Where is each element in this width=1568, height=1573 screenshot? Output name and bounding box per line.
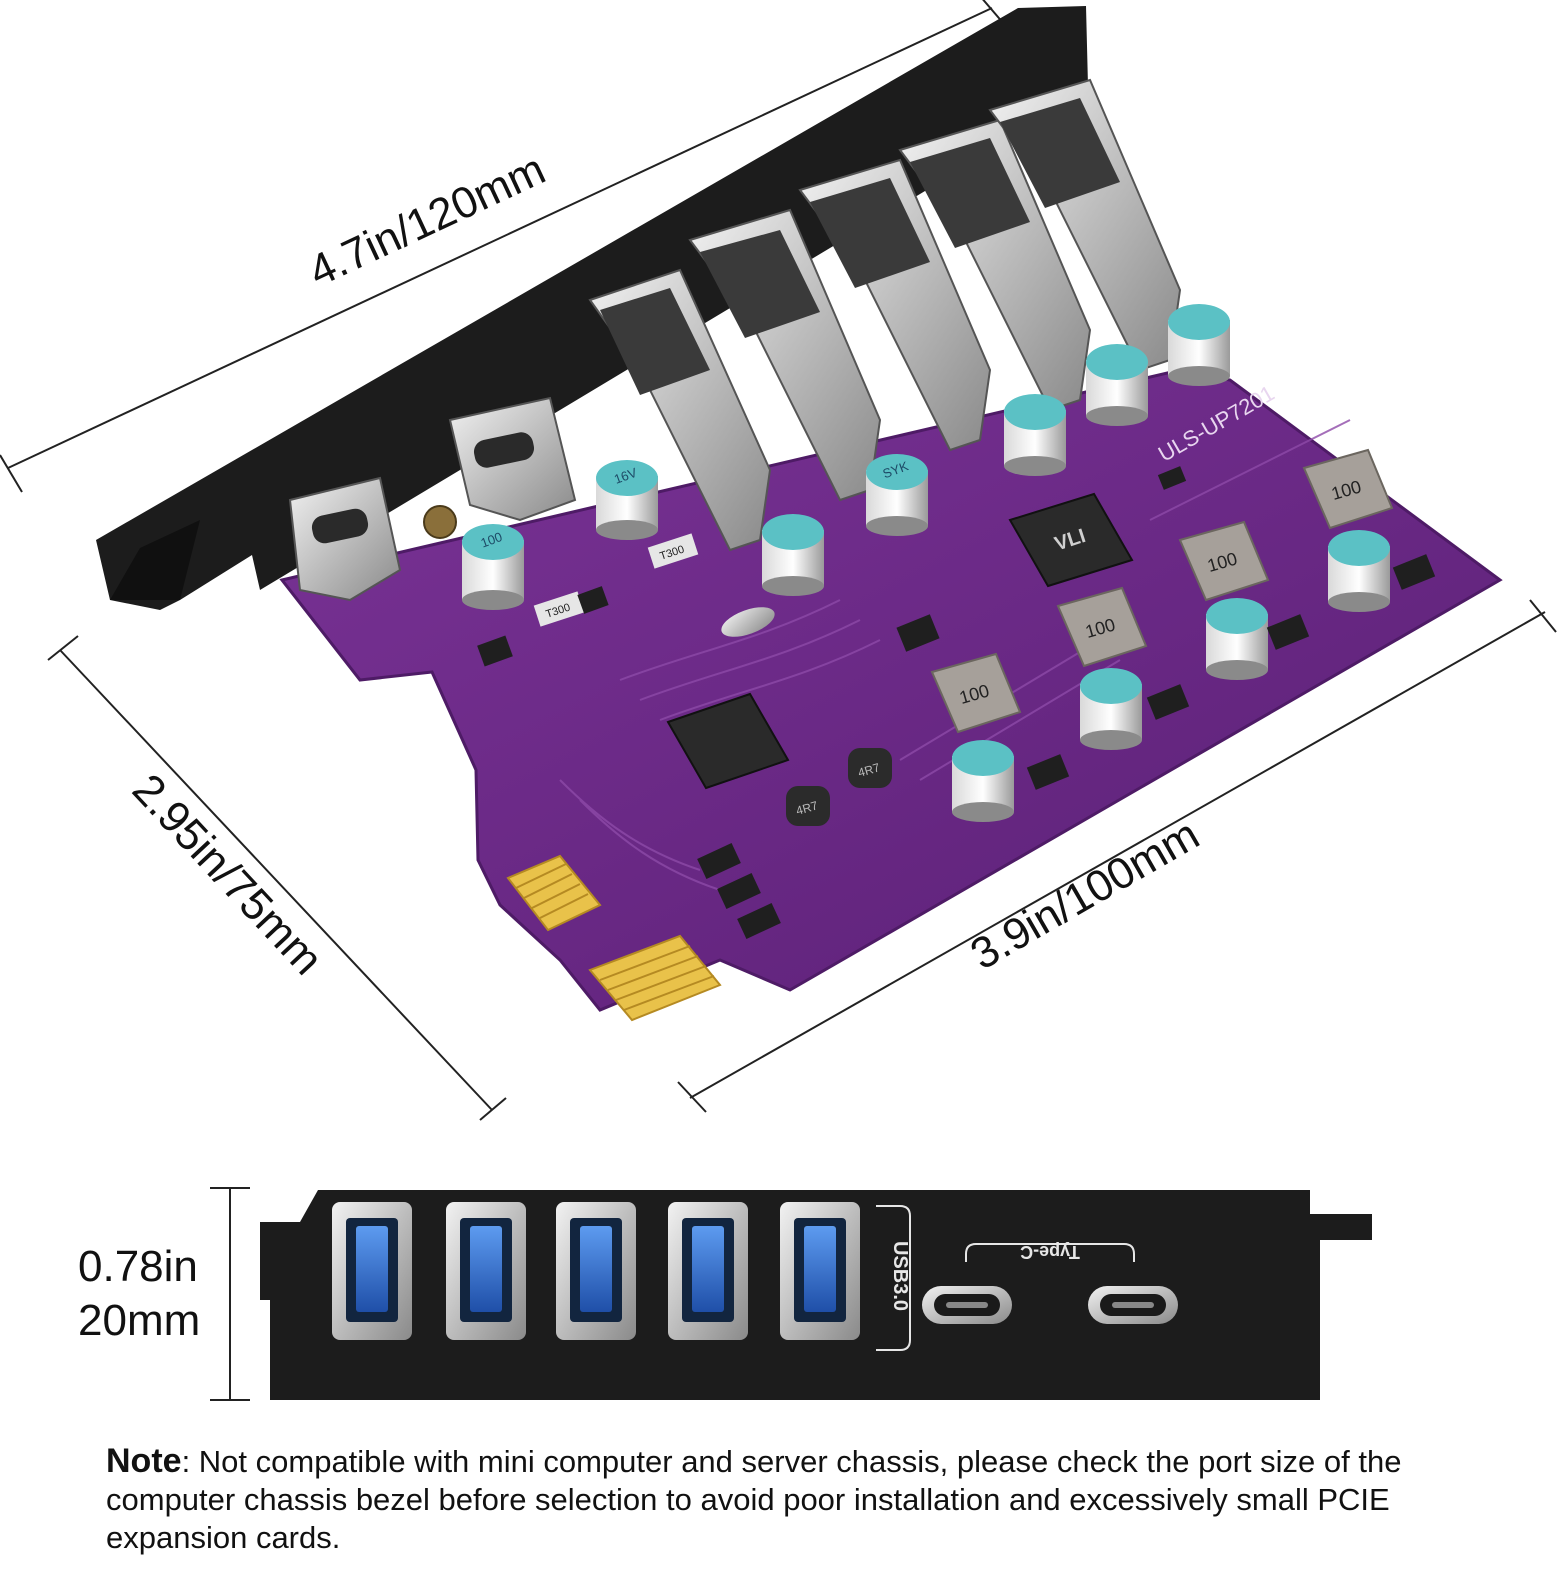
hub-chip: VLI [1008, 492, 1134, 588]
capacitor [762, 514, 824, 596]
note-text: : Not compatible with mini computer and … [106, 1444, 1402, 1555]
front-usb-port-2 [446, 1202, 526, 1340]
front-usb-port-4 [668, 1202, 748, 1340]
pcb-board [279, 368, 1503, 1012]
front-typec-port-2 [1088, 1286, 1178, 1324]
bracket-height-inches: 0.78in [78, 1242, 198, 1291]
compatibility-note: Note: Not compatible with mini computer … [106, 1442, 1486, 1557]
note-heading: Note [106, 1442, 182, 1480]
capacitor [1080, 668, 1142, 750]
inductors: 100 100 100 100 [930, 448, 1394, 734]
front-typec-port-1 [922, 1286, 1012, 1324]
capacitor-label: 100 [479, 529, 505, 551]
capacitor [1004, 394, 1066, 476]
small-inductor-label: 4R7 [794, 798, 819, 818]
typec-label: Type-C [1020, 1242, 1080, 1262]
resistors: T300 T300 [533, 533, 699, 627]
crystal-oscillator [721, 607, 775, 637]
inductor: 100 [1056, 586, 1148, 668]
smd-components [477, 466, 1436, 939]
capacitor [596, 460, 658, 540]
front-usb-port-3 [556, 1202, 636, 1340]
small-inductor-label: 4R7 [856, 760, 881, 780]
screw [423, 505, 457, 539]
pcie-gold-fingers [506, 854, 722, 1022]
capacitor [866, 454, 928, 536]
dimension-line-height [47, 635, 507, 1121]
capacitor [1206, 598, 1268, 680]
front-usb-port-5 [780, 1202, 860, 1340]
capacitor [952, 740, 1014, 822]
small-inductors: 4R7 4R7 [786, 748, 892, 826]
capacitor [462, 524, 524, 610]
inductor: 100 [1178, 520, 1270, 602]
inductor: 100 [1302, 448, 1394, 530]
inductor: 100 [930, 652, 1022, 734]
mounting-bracket-angled [96, 6, 1088, 610]
card-usb-port-1 [588, 268, 772, 552]
front-typec-ports [922, 1286, 1178, 1324]
capacitor [1086, 344, 1148, 426]
capacitor [1328, 530, 1390, 612]
capacitor [1168, 304, 1230, 386]
front-bracket: USB3.0 Type-C [260, 1190, 1372, 1400]
bracket-height-mm: 20mm [78, 1296, 201, 1345]
front-usb-ports [332, 1202, 860, 1340]
front-usb-port-1 [332, 1202, 412, 1340]
card-usb-port-3 [798, 158, 992, 452]
dimension-line-card-length [677, 599, 1557, 1113]
dimension-label-bracket-height: 0.78in 20mm [78, 1240, 200, 1348]
card-usb-ports [588, 78, 1182, 552]
controller-chip [666, 692, 790, 790]
card-typec-ports [288, 396, 577, 602]
capacitors [462, 304, 1390, 822]
card-usb-port-5 [988, 78, 1182, 372]
dimension-line-bracket-height [210, 1187, 250, 1401]
usb-label: USB3.0 [889, 1241, 911, 1311]
